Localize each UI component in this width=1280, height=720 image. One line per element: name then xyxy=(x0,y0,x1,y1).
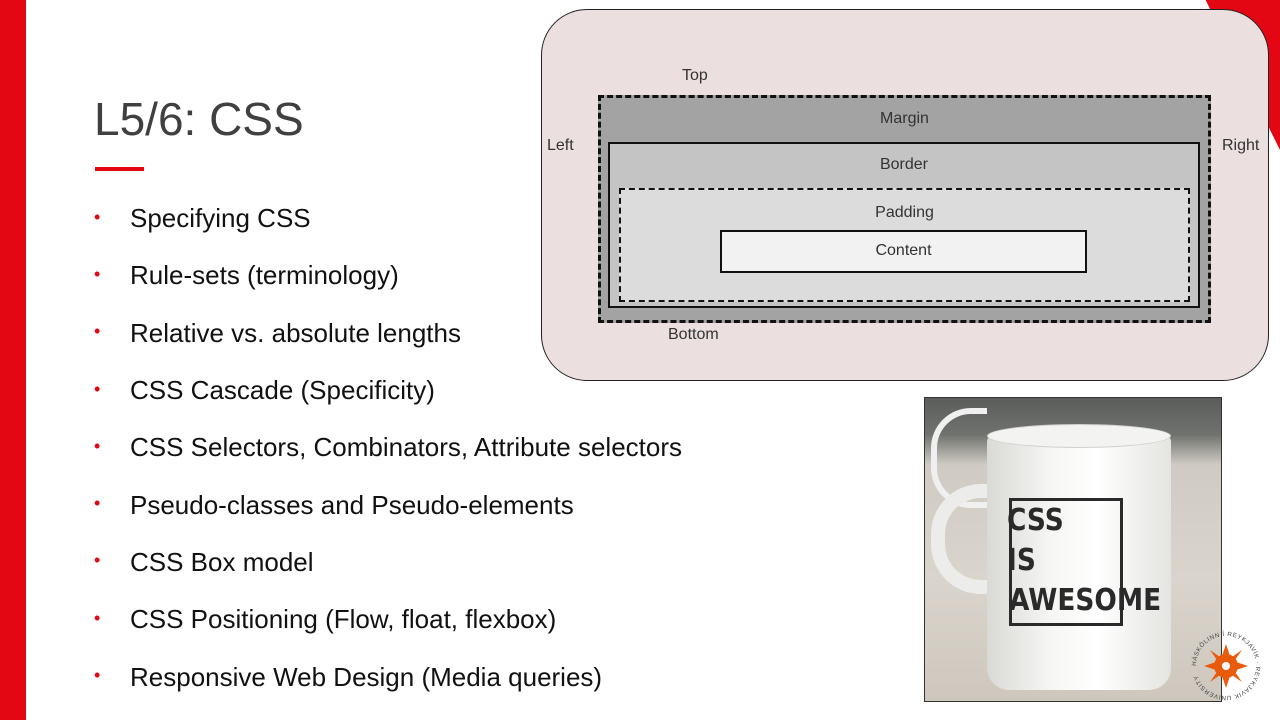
logo-center xyxy=(1222,662,1230,670)
bullet-icon: • xyxy=(94,550,101,571)
box-label-right: Right xyxy=(1222,137,1260,154)
list-item-text: Responsive Web Design (Media queries) xyxy=(130,661,603,692)
bullet-icon: • xyxy=(94,492,101,513)
bullet-icon: • xyxy=(94,378,101,399)
border-label: Border xyxy=(879,156,929,173)
list-item-text: Relative vs. absolute lengths xyxy=(130,317,461,348)
box-label-bottom: Bottom xyxy=(668,326,719,343)
box-label-left: Left xyxy=(547,137,574,154)
list-item-text: CSS Cascade (Specificity) xyxy=(130,375,435,406)
mug-handle xyxy=(931,484,995,594)
mug-body xyxy=(987,434,1171,690)
list-item: • Relative vs. absolute lengths xyxy=(94,305,682,362)
bullet-icon: • xyxy=(94,664,101,685)
content-label: Content xyxy=(875,242,932,259)
list-item-text: CSS Selectors, Combinators, Attribute se… xyxy=(130,432,683,463)
list-item: • CSS Cascade (Specificity) xyxy=(94,362,682,419)
bullet-icon: • xyxy=(94,263,101,284)
mug-text-line1: CSS xyxy=(1007,503,1064,538)
list-item: • CSS Box model xyxy=(94,534,682,591)
list-item-text: Pseudo-classes and Pseudo-elements xyxy=(130,489,574,520)
left-accent-bar xyxy=(0,0,26,720)
content-box xyxy=(720,230,1087,273)
list-item: • Responsive Web Design (Media queries) xyxy=(94,648,682,705)
list-item-text: Specifying CSS xyxy=(130,203,311,234)
list-item: • CSS Selectors, Combinators, Attribute s… xyxy=(94,419,682,476)
list-item: • Pseudo-classes and Pseudo-elements xyxy=(94,476,682,533)
mug-text-line3: AWESOME xyxy=(1009,583,1162,618)
bullet-icon: • xyxy=(94,435,101,456)
title-underline xyxy=(95,167,144,171)
list-item: • CSS Positioning (Flow, float, flexbox) xyxy=(94,591,682,648)
css-is-awesome-mug-photo: CSS IS AWESOME xyxy=(924,397,1222,702)
topic-list: • Specifying CSS • Rule-sets (terminology)… xyxy=(94,190,682,706)
bullet-icon: • xyxy=(94,206,101,227)
padding-label: Padding xyxy=(875,204,934,221)
list-item: • Rule-sets (terminology) xyxy=(94,247,682,304)
mug-rim xyxy=(987,424,1171,448)
slide-title: L5/6: CSS xyxy=(94,93,304,145)
list-item-text: Rule-sets (terminology) xyxy=(130,260,399,291)
bullet-icon: • xyxy=(94,321,101,342)
list-item: • Specifying CSS xyxy=(94,190,682,247)
reykjavik-university-logo: HÁSKÓLINN Í REYKJAVÍK · REYKJAVIK UNIVER… xyxy=(1191,631,1261,701)
list-item-text: CSS Box model xyxy=(130,546,314,577)
list-item-text: CSS Positioning (Flow, float, flexbox) xyxy=(130,604,557,635)
box-label-top: Top xyxy=(682,67,708,84)
mug-text-line2: IS xyxy=(1007,543,1036,578)
bullet-icon: • xyxy=(94,607,101,628)
mug-text-frame xyxy=(1009,498,1123,626)
margin-label: Margin xyxy=(880,110,929,127)
